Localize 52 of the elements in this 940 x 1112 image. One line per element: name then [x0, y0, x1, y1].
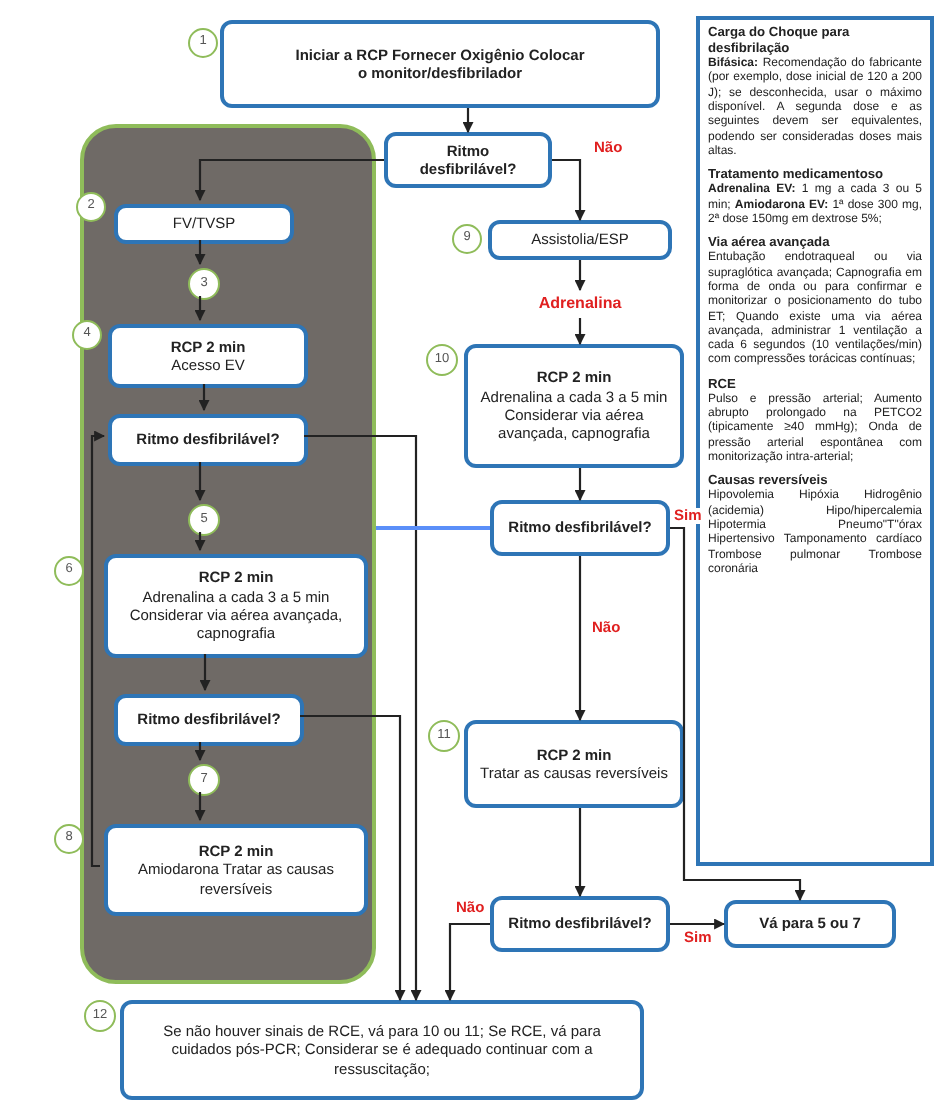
group-panel	[80, 124, 376, 984]
process-box	[464, 344, 684, 468]
step-circle	[54, 556, 84, 586]
step-circle	[84, 1000, 116, 1032]
arrow	[574, 808, 586, 898]
process-box	[464, 720, 684, 808]
step-circle	[72, 320, 102, 350]
process-box	[220, 20, 660, 108]
arrow	[300, 714, 406, 1002]
arrow	[90, 430, 106, 868]
arrow	[552, 158, 586, 222]
arrow	[194, 296, 206, 322]
arrow	[444, 922, 490, 1002]
arrow	[574, 468, 586, 502]
arrow	[670, 526, 806, 902]
process-box	[490, 896, 670, 952]
step-circle	[426, 344, 458, 376]
arrow	[194, 158, 384, 202]
process-box	[114, 204, 294, 244]
arrow	[194, 240, 206, 266]
process-box	[104, 824, 368, 916]
process-box	[120, 1000, 644, 1100]
step-circle	[188, 764, 220, 796]
process-box	[384, 132, 552, 188]
arrow	[199, 654, 211, 692]
step-circle	[188, 504, 220, 536]
process-box	[114, 694, 304, 746]
arrow	[574, 260, 586, 292]
arrow	[574, 556, 586, 722]
arrow	[304, 434, 422, 1002]
arrow	[670, 918, 726, 930]
process-box	[108, 414, 308, 466]
connector-line	[376, 526, 490, 530]
label: Adrenalina	[538, 294, 622, 314]
step-circle	[76, 192, 106, 222]
step-circle	[428, 720, 460, 752]
arrow	[194, 792, 206, 822]
arrow	[194, 462, 206, 502]
arrow	[574, 318, 586, 346]
step-circle	[54, 824, 84, 854]
process-box	[490, 500, 670, 556]
arrow	[462, 108, 474, 134]
process-box	[724, 900, 896, 948]
arrow	[194, 532, 206, 552]
process-box	[104, 554, 368, 658]
step-circle	[188, 28, 218, 58]
arrow	[198, 384, 210, 412]
arrow	[194, 742, 206, 762]
process-box	[488, 220, 672, 260]
step-circle	[452, 224, 482, 254]
step-circle	[188, 268, 220, 300]
process-box	[108, 324, 308, 388]
